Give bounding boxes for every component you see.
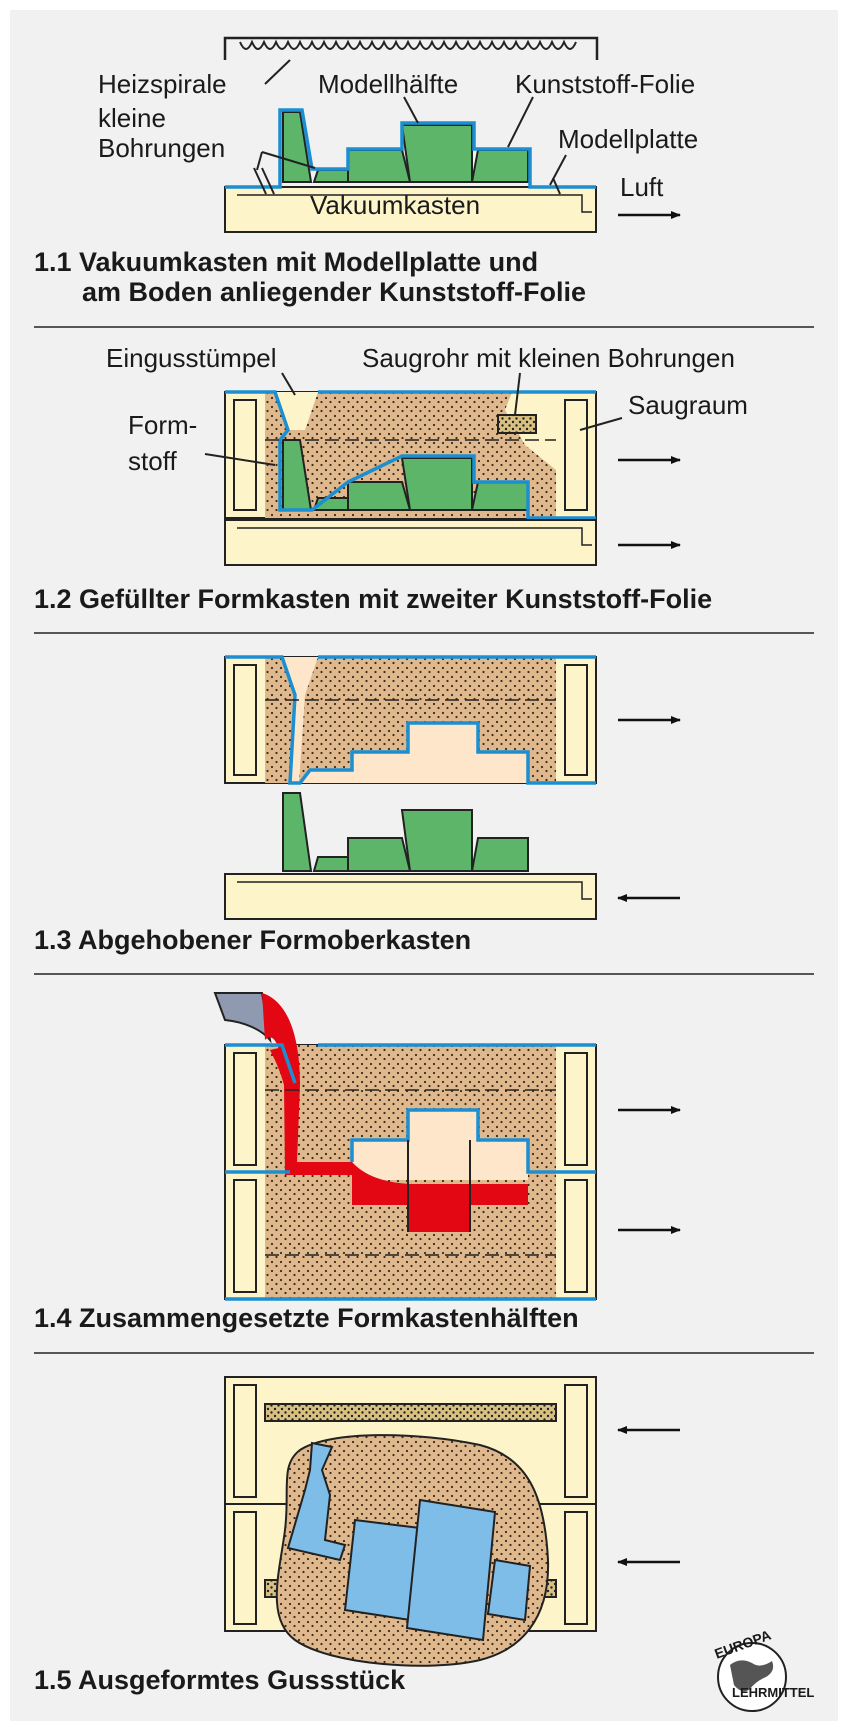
label-modellhaelfte: Modellhälfte — [318, 69, 458, 99]
title-1-1-line2: am Boden anliegender Kunststoff-Folie — [82, 277, 586, 307]
label-heizspirale: Heizspirale — [98, 69, 227, 99]
label-luft: Luft — [620, 172, 664, 202]
flask-wall-left-lo-1-4 — [234, 1180, 256, 1292]
label-bohrungen: Bohrungen — [98, 133, 225, 163]
flask-wall-left-up-1-4 — [234, 1053, 256, 1165]
vakuumkasten-1-2 — [225, 520, 596, 565]
label-modellplatte: Modellplatte — [558, 124, 698, 154]
model-small-1-3 — [314, 857, 352, 871]
model-left-1-2 — [348, 482, 410, 510]
flask-wall-left — [234, 400, 256, 510]
label-stoff: stoff — [128, 446, 177, 476]
label-form: Form- — [128, 410, 197, 440]
label-saugrohr: Saugrohr mit kleinen Bohrungen — [362, 343, 735, 373]
title-1-5: 1.5 Ausgeformtes Gussstück — [34, 1665, 406, 1695]
flask-wall-right-up-1-4 — [565, 1053, 587, 1165]
title-1-2: 1.2 Gefüllter Formkasten mit zweiter Kun… — [34, 584, 712, 614]
title-1-1-line1: 1.1 Vakuumkasten mit Modellplatte und — [34, 247, 538, 277]
logo-lehrmittel: LEHRMITTEL — [732, 1685, 814, 1700]
saugrohr — [498, 415, 536, 433]
label-vakuumkasten: Vakuumkasten — [310, 190, 480, 220]
label-eingusstuempel: Eingusstümpel — [106, 343, 277, 373]
flask-wall-left-lo-1-5 — [234, 1512, 256, 1624]
flask-wall-left-1-3 — [234, 665, 256, 775]
flask-wall-right-lo-1-5 — [565, 1512, 587, 1624]
model-left-1-3 — [348, 838, 410, 871]
label-kunststoff-folie: Kunststoff-Folie — [515, 69, 695, 99]
suction-pipe-upper — [265, 1404, 556, 1421]
model-center-1-3 — [402, 810, 472, 871]
model-right-1-2 — [472, 482, 528, 510]
flask-wall-right-up-1-5 — [565, 1385, 587, 1497]
model-center-block — [402, 125, 472, 182]
flask-wall-right-lo-1-4 — [565, 1180, 587, 1292]
title-1-3: 1.3 Abgehobener Formoberkasten — [34, 925, 471, 955]
label-saugraum: Saugraum — [628, 390, 748, 420]
vakuumkasten-1-3 — [225, 874, 596, 919]
model-left-block — [348, 150, 410, 182]
model-small-block — [314, 170, 352, 182]
title-1-4: 1.4 Zusammengesetzte Formkastenhälften — [34, 1303, 579, 1333]
model-right-block — [472, 150, 528, 182]
flask-wall-right-1-3 — [565, 665, 587, 775]
label-kleine: kleine — [98, 103, 166, 133]
model-right-1-3 — [472, 838, 528, 871]
flask-wall-left-up-1-5 — [234, 1385, 256, 1497]
model-center-1-2 — [402, 458, 472, 510]
flask-wall-right — [565, 400, 587, 510]
